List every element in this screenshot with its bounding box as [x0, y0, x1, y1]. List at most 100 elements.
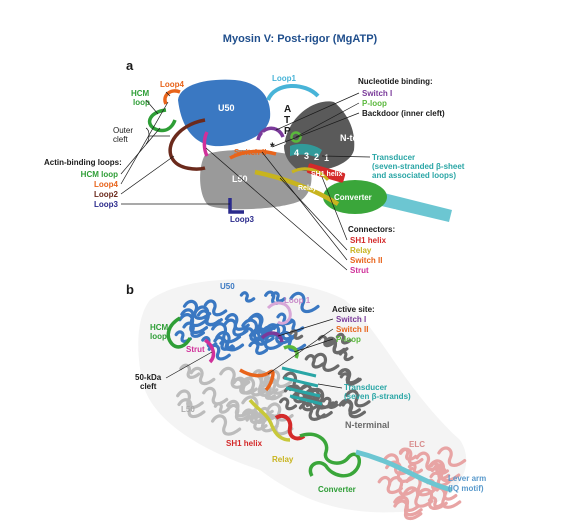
elc-ribbon-segment — [428, 459, 461, 483]
u50-ribbon-segment — [272, 322, 298, 341]
b-lever-arm-line2: (IQ motif) — [448, 484, 484, 493]
elc-ribbon — [377, 446, 467, 520]
hcm-leader — [145, 99, 159, 115]
elc-ribbon-segment — [416, 487, 448, 510]
b-transducer-leader — [317, 383, 343, 389]
nucleotide-item: Backdoor (inner cleft) — [362, 109, 445, 118]
actin-binding-item: HCM loop — [81, 170, 118, 179]
actin-binding-leader — [120, 101, 169, 185]
connector-item: Strut — [350, 266, 369, 275]
l50-ribbon-segment — [263, 414, 294, 436]
l50-ribbon-segment — [232, 376, 258, 395]
atp-letter-a: A — [284, 104, 291, 115]
atp-letter-t: T — [284, 115, 290, 126]
actin-binding-item: Loop2 — [94, 190, 119, 199]
n-terminal-ribbon-segment — [304, 354, 325, 369]
loop4-leader — [165, 91, 171, 97]
n-terminal-ribbon-segment — [322, 396, 339, 409]
loop2-shape — [168, 118, 206, 171]
connector-item: Switch II — [350, 256, 382, 265]
n-terminal-label: N-terminal — [340, 133, 385, 143]
nucleotide-heading: Nucleotide binding: — [358, 77, 433, 86]
strand-number: 7 — [262, 131, 267, 141]
loop4-label: Loop4 — [160, 80, 185, 89]
panel-b: b U50 Loop 1 HCM loop Strut 50-kDa cleft… — [126, 279, 486, 520]
b-sh1-label: SH1 helix — [226, 439, 263, 448]
strand-number: 5 — [281, 137, 286, 147]
lever-arm-ribbon — [355, 449, 453, 493]
active-site-leader — [267, 328, 334, 375]
hcm-label-line2: loop — [133, 98, 150, 107]
connector-leader — [321, 176, 348, 241]
nucleotide-item: P-loop — [362, 99, 387, 108]
elc-ribbon-segment — [393, 499, 423, 520]
switch-ii-shape — [229, 149, 277, 160]
u50-ribbon-segment — [248, 312, 277, 333]
l50-ribbon-segment — [226, 403, 251, 422]
transducer-leader — [321, 155, 371, 158]
b-converter-label: Converter — [318, 485, 356, 494]
n-terminal-ribbon-segment — [345, 389, 371, 408]
u50-ribbon-segment — [182, 321, 205, 338]
elc-ribbon-segment — [415, 451, 443, 472]
u50-ribbon-segment — [239, 291, 256, 303]
u50-ribbon-segment — [241, 318, 273, 341]
active-site-item: Switch I — [336, 315, 366, 324]
active-site-heading: Active site: — [332, 305, 375, 314]
actin-binding-heading: Actin-binding loops: — [44, 158, 122, 167]
u50-ribbon-segment — [223, 318, 249, 337]
u50-domain — [178, 79, 271, 147]
strand-number: 2 — [314, 152, 319, 162]
panel-a-label: a — [126, 58, 134, 73]
outer-cleft-line2: cleft — [113, 135, 128, 144]
connector-leader — [261, 151, 348, 261]
sh1-helix-shape — [306, 163, 346, 183]
elc-ribbon-segment — [377, 475, 403, 495]
outer-cleft-line1: Outer — [113, 126, 133, 135]
b-u50-label: U50 — [220, 282, 235, 291]
l50-ribbon-segment — [211, 414, 242, 436]
l50-label: L50 — [232, 174, 248, 184]
b-l50-label: L50 — [181, 405, 195, 414]
nucleotide-leader — [271, 112, 360, 148]
u50-ribbon-segment — [215, 330, 245, 352]
b-strut-label: Strut — [186, 345, 205, 354]
actin-binding-leader — [120, 127, 161, 175]
strut-shape — [202, 131, 209, 157]
active-site-item: Switch II — [336, 325, 368, 334]
panel-a: a * U50 L50 N-te — [44, 58, 465, 275]
relay-ribbon — [248, 398, 291, 442]
b-transducer-line2: (seven β-strands) — [344, 392, 411, 401]
transducer-text: (seven-stranded β-sheet — [372, 162, 465, 171]
nucleotide-leader — [295, 102, 360, 138]
loop1-label: Loop1 — [272, 74, 297, 83]
b-cleft-leader — [165, 351, 213, 379]
u50-ribbon-segment — [207, 343, 231, 361]
actin-binding-leader — [120, 155, 175, 195]
b-elc-label: ELC — [409, 440, 425, 449]
relay-return-shape — [291, 167, 330, 182]
connector-leader — [279, 177, 348, 251]
connector-item: SH1 helix — [350, 236, 387, 245]
atp-letter-p: P — [284, 126, 291, 137]
actin-binding-item: Loop3 — [94, 200, 119, 209]
hcm-loop-ribbon — [166, 316, 192, 349]
b-transducer-line1: Transducer — [344, 383, 387, 392]
elc-ribbon-segment — [403, 486, 434, 508]
u50-ribbon-segment — [196, 309, 221, 327]
b-hcm-line1: HCM — [150, 323, 169, 332]
actin-binding-legend: Actin-binding loops:HCM loopLoop4Loop2Lo… — [44, 101, 230, 209]
p-loop-shape — [290, 131, 302, 143]
u50-ribbon-segment — [289, 291, 320, 314]
l50-ribbon-segment — [177, 398, 206, 419]
connector-leader — [205, 147, 348, 271]
l50-ribbon-segment — [179, 363, 201, 379]
l50-ribbon-segment — [259, 406, 278, 421]
switch-i-ribbon — [260, 331, 284, 343]
n-terminal-ribbon-segment — [338, 398, 366, 419]
u50-label: U50 — [218, 103, 235, 113]
